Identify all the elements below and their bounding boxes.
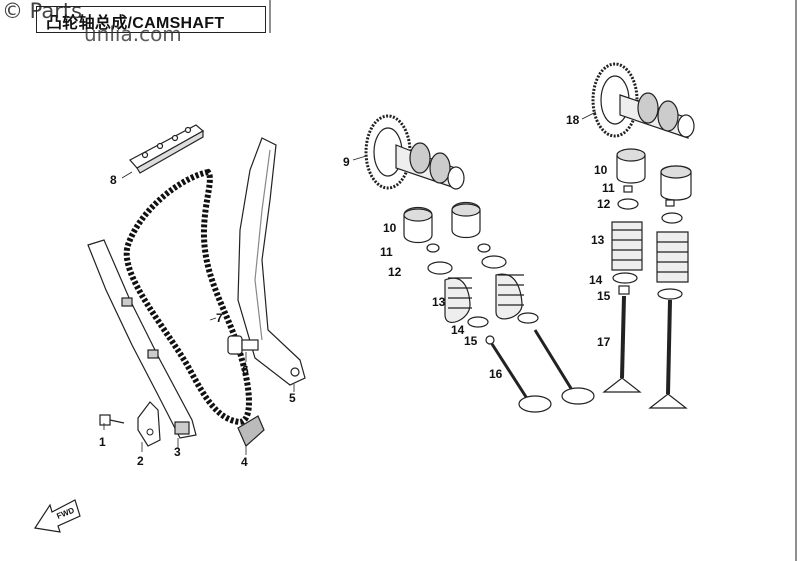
watermark-domain: unlia.com xyxy=(84,22,182,46)
callout-13-right: 13 xyxy=(591,233,605,247)
tensioner-plunger xyxy=(227,335,259,355)
callout-10-right: 10 xyxy=(594,163,608,177)
callout-18: 18 xyxy=(566,113,580,127)
callout-14-right: 14 xyxy=(589,273,603,287)
callout-2: 2 xyxy=(137,454,144,468)
callout-15-left: 15 xyxy=(464,334,478,348)
page-title: 凸轮轴总成/CAMSHAFT xyxy=(46,15,225,32)
camshaft-left xyxy=(364,114,465,190)
callout-1: 1 xyxy=(99,435,106,449)
bolt xyxy=(99,414,125,426)
camshaft-right xyxy=(591,62,695,139)
leader-lines xyxy=(103,111,597,455)
callout-11-right: 11 xyxy=(602,181,615,195)
callout-3: 3 xyxy=(174,445,181,459)
callout-11-left: 11 xyxy=(380,245,393,259)
callout-12-left: 12 xyxy=(388,265,402,279)
title-box xyxy=(36,6,266,33)
timing-chain xyxy=(123,168,252,426)
valve-train-right-a xyxy=(602,148,646,393)
watermark-copyright: © Parts xyxy=(2,0,83,23)
chain-guide-top xyxy=(129,124,205,174)
callout-8: 8 xyxy=(110,173,117,187)
valve-train-left-a xyxy=(403,206,552,413)
callout-9: 9 xyxy=(343,155,350,169)
valve-train-left-b xyxy=(451,201,595,405)
callout-14-left: 14 xyxy=(451,323,465,337)
callout-15-right: 15 xyxy=(597,289,611,303)
fixed-chain-guide xyxy=(237,137,306,386)
callout-13-left: 13 xyxy=(432,295,446,309)
callout-10-left: 10 xyxy=(383,221,397,235)
callout-labels: 1 2 3 4 5 6 7 8 9 10 11 12 13 14 15 16 1… xyxy=(99,113,615,469)
forward-direction-arrow xyxy=(33,499,81,533)
chain-tensioner xyxy=(237,415,265,447)
callout-6: 6 xyxy=(242,363,249,377)
callout-12-right: 12 xyxy=(597,197,611,211)
callout-5: 5 xyxy=(289,391,296,405)
callout-4: 4 xyxy=(241,455,248,469)
tensioner-bracket xyxy=(137,401,161,447)
tensioner-arm xyxy=(87,239,197,439)
callout-16: 16 xyxy=(489,367,503,381)
valve-train-right-b xyxy=(648,165,692,409)
callout-17: 17 xyxy=(597,335,611,349)
callout-7: 7 xyxy=(216,311,223,325)
